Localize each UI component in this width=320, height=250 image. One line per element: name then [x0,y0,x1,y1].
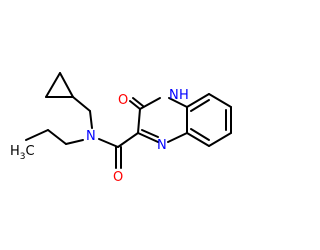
bond-propyl-2 [25,129,49,141]
atom-oxygen-ketone: O [118,93,128,108]
bond-propyl-1 [47,129,67,145]
atom-nitrogen-4: N [157,138,167,153]
bond-n4-c3-1 [137,132,159,143]
bond-cyclopropyl-2 [45,72,61,98]
bond-c2-o-2 [132,97,144,107]
atom-nitrogen-1-hydrogen: H [179,88,189,103]
bond-c3-c2 [137,108,141,134]
bond-benzene-1 [186,93,210,108]
atom-oxygen-amide: O [113,170,123,185]
bond-ring-ch2 [72,96,91,112]
bond-n1-c8a [168,97,188,108]
bond-c2-o-1 [129,100,141,110]
bond-carbonyl-c3 [117,132,139,148]
bond-n-carbonyl [98,138,119,148]
atom-methyl-subscript: 3 [20,152,26,162]
bond-cyclopropyl-3 [59,72,74,98]
bond-ch2-n [89,110,93,129]
bond-c4a-n4 [167,132,188,143]
bond-benzene-inner-1 [190,99,210,112]
bond-benzene-inner-3 [190,128,210,141]
bond-benzene-5 [186,132,210,147]
bond-n-propyl [65,139,84,145]
bond-benzene-4 [208,132,232,147]
bond-benzene-2 [208,93,232,108]
atom-methyl-h: H [10,144,20,159]
bond-n4-c3-2 [141,129,159,138]
bond-c2-n1 [139,97,161,110]
atom-nitrogen-1: N [169,88,179,103]
atom-methyl-c: C [26,144,35,159]
atom-nitrogen-amide: N [86,129,96,144]
molecule-structure: O N H N N O H3C [10,72,232,185]
atom-methyl-carbon: H3C [10,144,35,162]
